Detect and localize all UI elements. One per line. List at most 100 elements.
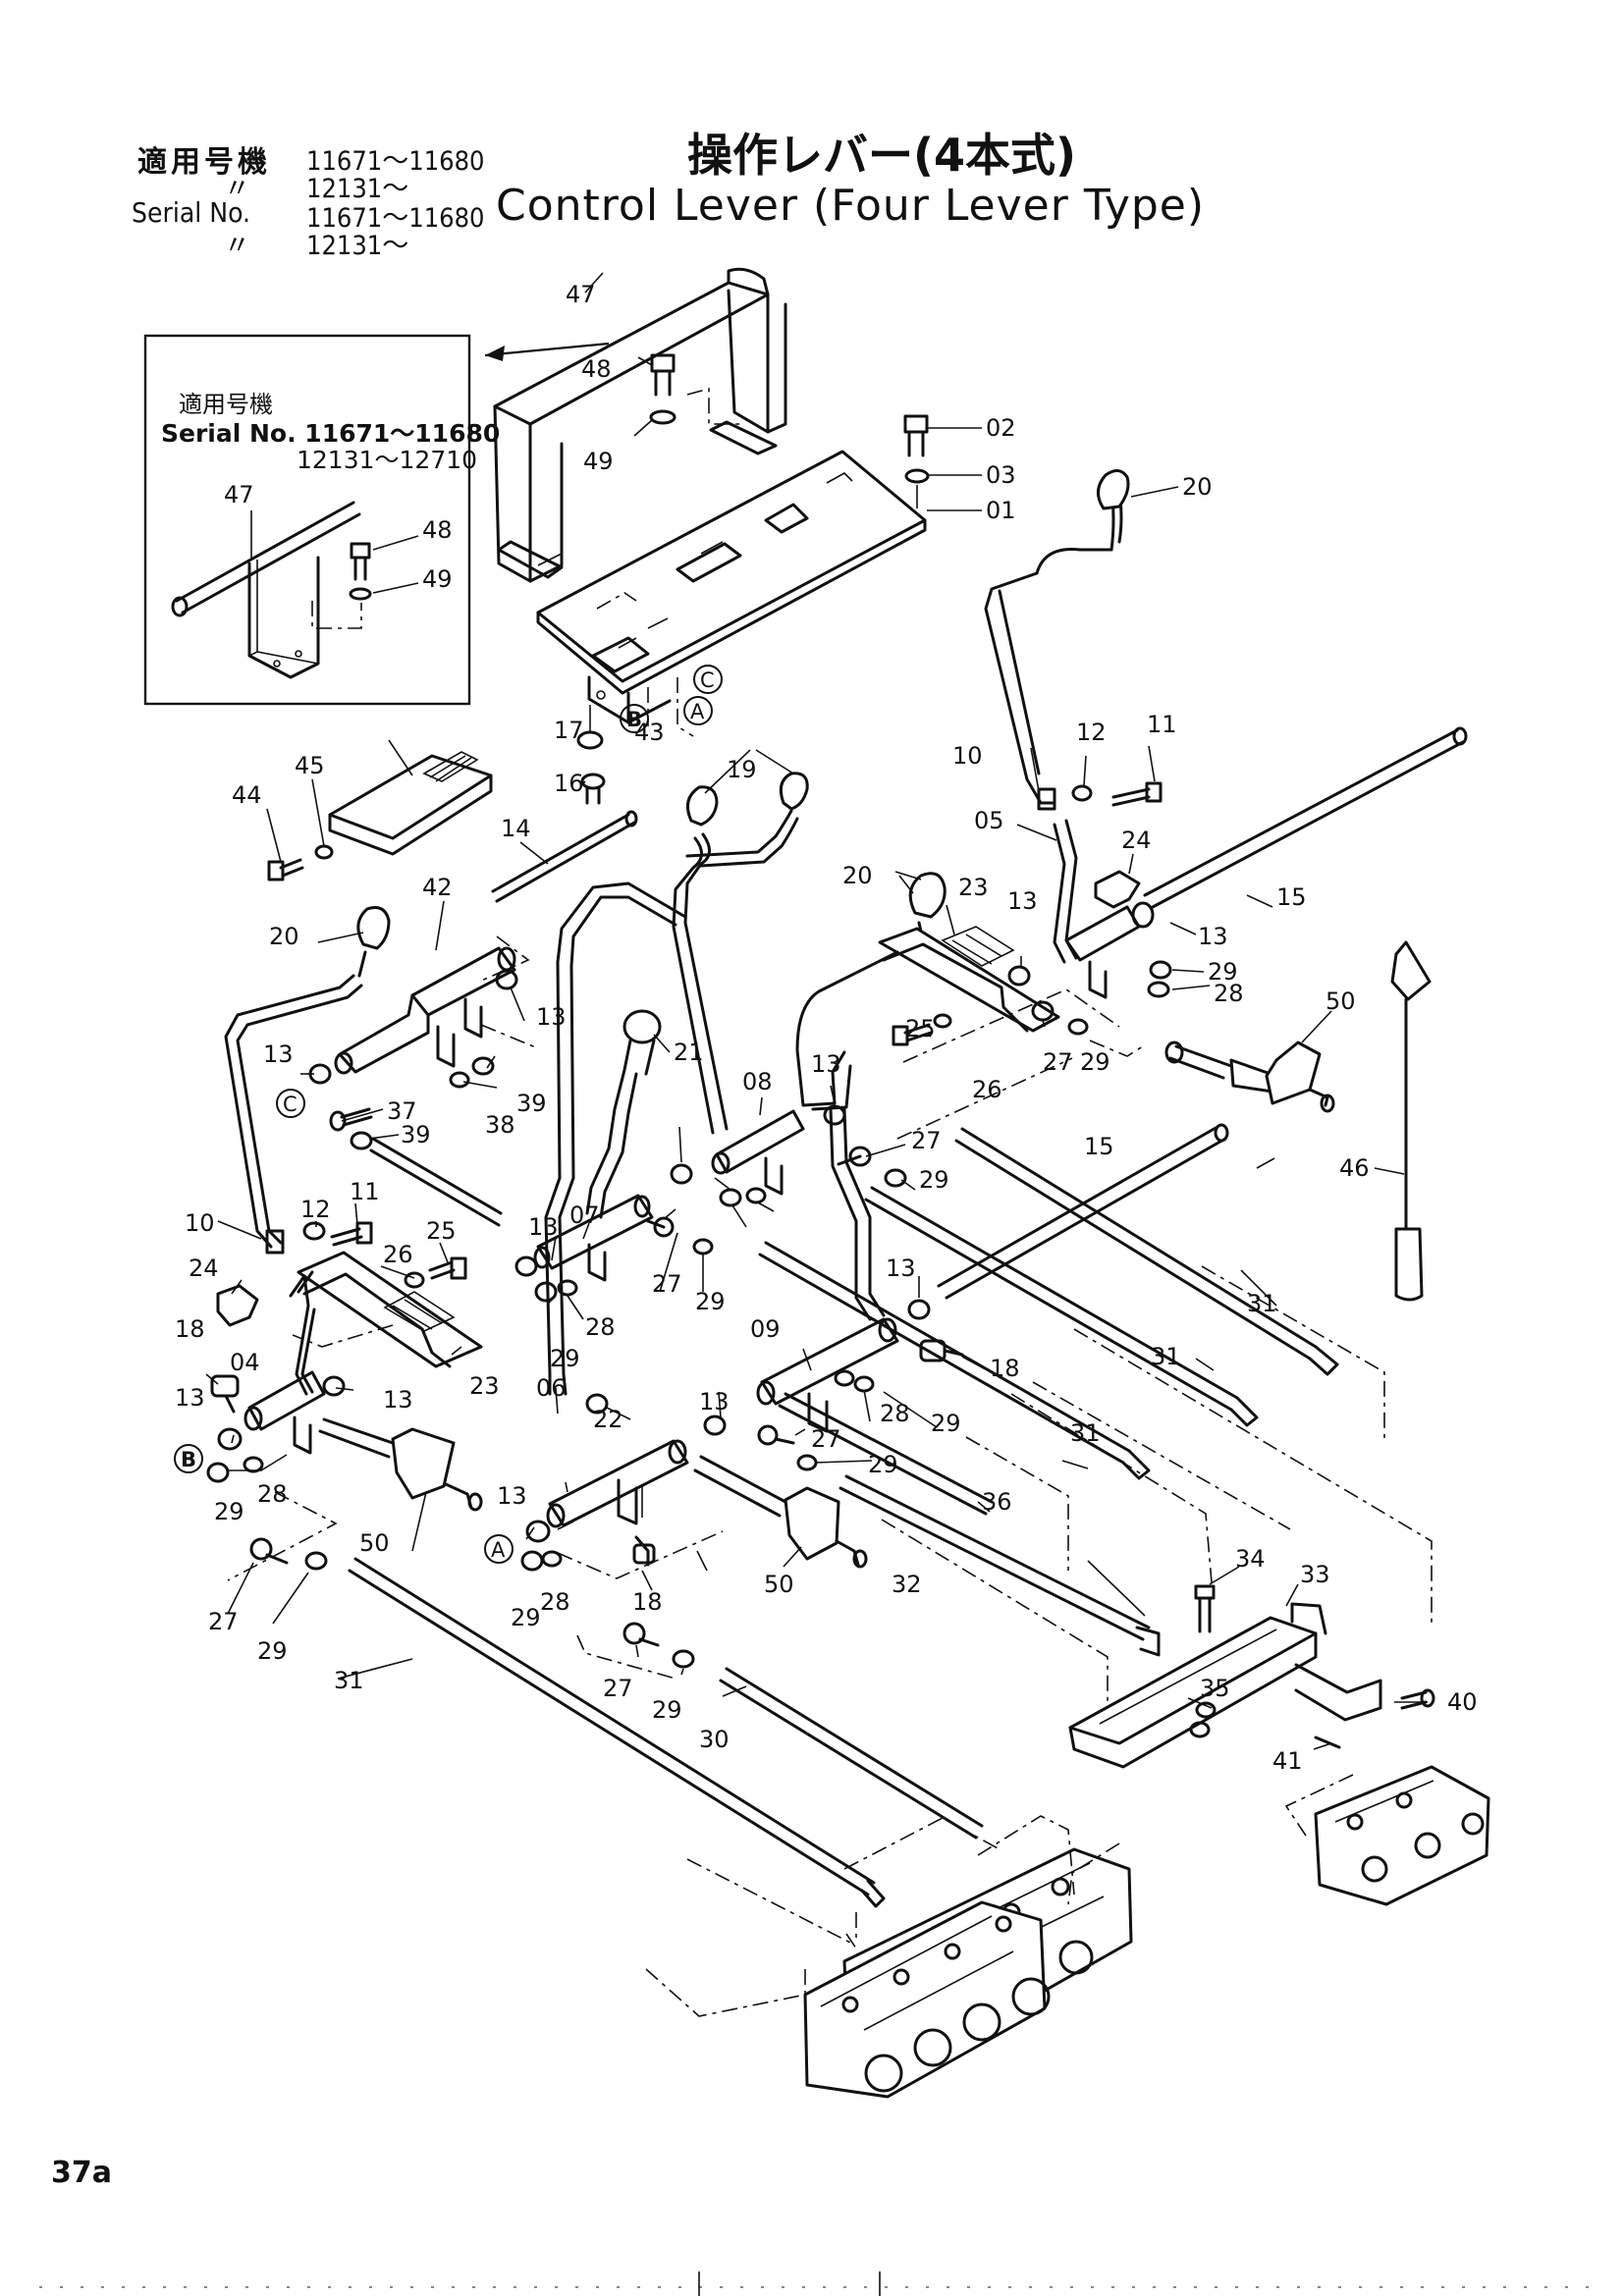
arrow-head <box>485 346 505 361</box>
knob-19-right <box>779 772 809 811</box>
washer-28-07 <box>557 1279 578 1297</box>
callout-50-right: 50 <box>1325 988 1356 1015</box>
inset-label-jp: 適用号機 <box>179 391 273 418</box>
bushing-13-09 <box>907 1299 931 1320</box>
callout-15-lower: 15 <box>1084 1133 1114 1160</box>
bushing-13-04b <box>217 1427 243 1451</box>
rod-31-b <box>864 1186 1259 1427</box>
leader-lines <box>205 272 1428 1750</box>
bolt-48 <box>650 353 676 397</box>
rod-32 <box>839 1474 1161 1657</box>
base-plate-01 <box>536 450 927 724</box>
callout-29-lower-left: 29 <box>257 1637 288 1665</box>
nut-12-left <box>302 1221 326 1241</box>
callout-13-42: 13 <box>536 1003 567 1031</box>
bushing-13-09b <box>703 1415 727 1436</box>
ditto-mark-1: 〃 <box>224 174 250 204</box>
serial-range-jp-2: 12131〜 <box>306 174 409 204</box>
callout-19: 19 <box>727 756 757 783</box>
nut-29-right <box>1067 1018 1089 1036</box>
callout-30: 30 <box>699 1726 730 1753</box>
bushing-13-42 <box>495 969 518 990</box>
nut-29-09b <box>796 1454 818 1471</box>
callout-47: 47 <box>566 281 596 308</box>
callout-09: 09 <box>750 1315 781 1343</box>
callout-28-06: 28 <box>540 1588 570 1616</box>
bracket-42 <box>334 946 516 1075</box>
knob-21 <box>585 1009 662 1219</box>
inset-box: 適用号機 Serial No. 11671〜11680 12131〜12710 … <box>143 334 500 706</box>
knob-20-right <box>1097 469 1130 510</box>
ref-mark-a-left: A <box>484 1534 514 1564</box>
callout-13-09: 13 <box>886 1255 916 1282</box>
nut-35 <box>1189 1701 1217 1738</box>
armrest-mount-left <box>497 540 564 579</box>
callout-13-07: 13 <box>528 1213 559 1241</box>
callout-23-right: 23 <box>958 874 989 901</box>
callout-24-left: 24 <box>189 1255 219 1282</box>
callout-39-b: 39 <box>401 1121 431 1148</box>
bushing-13-04 <box>322 1375 346 1397</box>
callout-50-mid: 50 <box>764 1571 794 1598</box>
serial-range-jp-1: 11671〜11680 <box>306 146 485 177</box>
ball-joint-27-lower-left <box>249 1537 289 1565</box>
nut-39-a <box>471 1056 495 1076</box>
callout-13-left: 13 <box>263 1041 294 1068</box>
callout-01: 01 <box>986 497 1016 524</box>
inset-washer-49 <box>349 587 372 601</box>
ball-joint-27-lower <box>622 1622 660 1647</box>
inset-pointer-arrow <box>484 342 610 357</box>
nut-29-07 <box>534 1281 558 1303</box>
svg-text:C: C <box>700 668 715 692</box>
applicable-model-label-jp: 適用号機 <box>137 145 271 180</box>
svg-text:B: B <box>626 708 642 731</box>
callout-29-lower: 29 <box>652 1696 682 1724</box>
bolt-34 <box>1194 1584 1216 1633</box>
bushing-13-06 <box>525 1520 551 1543</box>
callout-18-06: 18 <box>632 1588 663 1616</box>
callout-03: 03 <box>986 461 1016 489</box>
callout-27-right: 27 <box>1043 1048 1073 1076</box>
callout-26-left: 26 <box>383 1241 413 1268</box>
lever-10-right <box>984 485 1123 811</box>
alignment-lines <box>227 935 1433 2022</box>
callout-07: 07 <box>569 1201 600 1229</box>
shaft-08 <box>670 1109 805 1207</box>
callout-08: 08 <box>742 1068 773 1095</box>
callout-12-left: 12 <box>300 1196 331 1223</box>
inset-serial-line1: Serial No. 11671〜11680 <box>161 419 500 448</box>
callout-31-long: 31 <box>334 1667 364 1694</box>
lever-10-left <box>224 974 363 1255</box>
callout-21: 21 <box>674 1039 704 1066</box>
rod-15-lower <box>937 1123 1229 1300</box>
ball-joint-37 <box>329 1107 373 1132</box>
ref-mark-a-top: A <box>683 696 713 725</box>
pedal-23-right <box>878 926 1060 1033</box>
bracket-33 <box>1068 1602 1382 1769</box>
control-valve-front <box>803 1900 1051 2099</box>
lever-08-rod <box>544 809 799 1396</box>
callout-25-left: 25 <box>426 1217 457 1245</box>
page-number: 37a <box>51 2156 112 2190</box>
callout-11-right: 11 <box>1147 711 1177 738</box>
callout-27-09: 27 <box>811 1425 841 1453</box>
bushing-13-mid <box>823 1104 846 1126</box>
bushing-13-08 <box>670 1163 693 1185</box>
rod-15-upper <box>1143 726 1468 909</box>
rod-31-a <box>954 1127 1339 1376</box>
inset-armrest-bar <box>171 501 361 679</box>
lever-46 <box>1390 940 1432 1302</box>
ball-joint-27-mid <box>837 1146 872 1167</box>
callout-37: 37 <box>387 1097 417 1125</box>
inset-callout-48: 48 <box>422 516 453 544</box>
callout-26-right: 26 <box>972 1076 1002 1103</box>
callout-32: 32 <box>892 1571 922 1598</box>
callout-49: 49 <box>583 448 614 475</box>
washer-28-08 <box>745 1187 767 1204</box>
rod-31-long <box>348 1557 886 1908</box>
bracket-24-left <box>216 1284 259 1327</box>
washer-22 <box>585 1393 609 1415</box>
nut-29-06 <box>520 1550 544 1572</box>
callout-27-07: 27 <box>652 1270 682 1298</box>
